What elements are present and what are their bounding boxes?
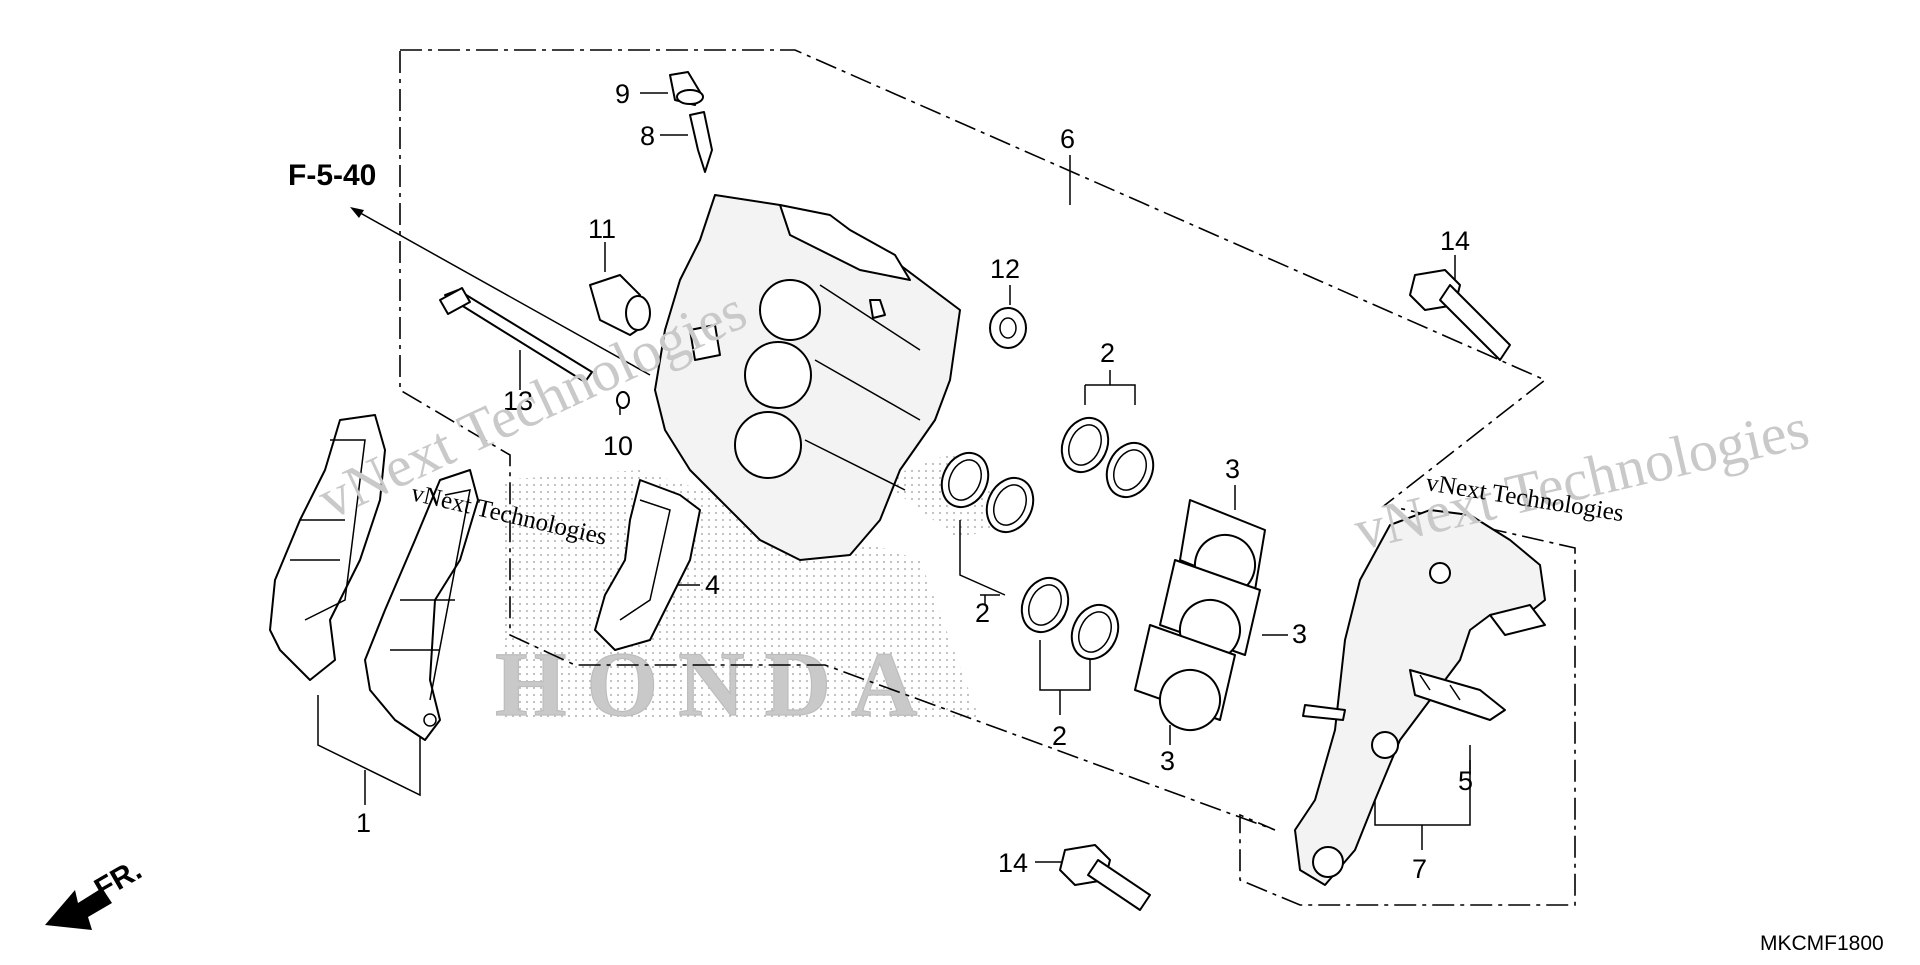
front-direction-arrow-icon — [45, 888, 112, 930]
pin-boot — [589, 274, 651, 336]
callout-pad-spring: 4 — [705, 570, 720, 600]
caliper-plug — [989, 307, 1027, 349]
callout-bolt-upper: 14 — [1440, 226, 1470, 256]
callout-pin-boot: 11 — [588, 214, 616, 244]
callout-plug: 12 — [990, 254, 1020, 284]
callout-pin-clip: 10 — [603, 431, 633, 461]
callout-caliper: 6 — [1060, 124, 1075, 154]
pad-pin — [439, 287, 593, 383]
callout-retainer: 5 — [1458, 766, 1473, 796]
callout-seal-middle: 2 — [975, 598, 990, 628]
pad-retainer — [1409, 669, 1506, 721]
caliper-body — [654, 194, 961, 561]
callout-piston-lower: 3 — [1160, 746, 1175, 776]
brake-pad-outer — [269, 414, 386, 681]
piston-seals — [940, 416, 1155, 661]
reference-label: F-5-40 — [288, 159, 376, 192]
reference-arrow-head — [350, 207, 364, 218]
callout-seal-lower: 2 — [1052, 721, 1067, 751]
reference-arrow-line — [354, 209, 651, 376]
callout-piston-upper: 3 — [1225, 454, 1240, 484]
dotted-shading — [500, 470, 980, 720]
pad-pin-clip — [616, 391, 630, 409]
callout-bolt-lower: 14 — [998, 848, 1028, 878]
brand-watermark: HONDA — [495, 633, 937, 735]
brake-pad-inner — [364, 469, 479, 741]
callout-bracket: 7 — [1412, 854, 1427, 884]
pistons — [1134, 499, 1266, 731]
callout-piston-middle: 3 — [1292, 619, 1307, 649]
pad-spring — [594, 479, 701, 651]
callout-pad-pin: 13 — [503, 386, 533, 416]
callout-bleeder: 8 — [640, 121, 655, 151]
bleeder-valve — [689, 111, 713, 173]
callout-brake-pad: 1 — [356, 808, 371, 838]
callout-bleeder-cap: 9 — [615, 79, 630, 109]
mounting-bolt-lower — [1059, 844, 1151, 911]
diagram-code: MKCMF1800 — [1760, 932, 1884, 955]
callout-seal-upper: 2 — [1100, 338, 1115, 368]
mounting-bolt-upper — [1409, 269, 1511, 361]
bleeder-cap — [669, 71, 704, 106]
